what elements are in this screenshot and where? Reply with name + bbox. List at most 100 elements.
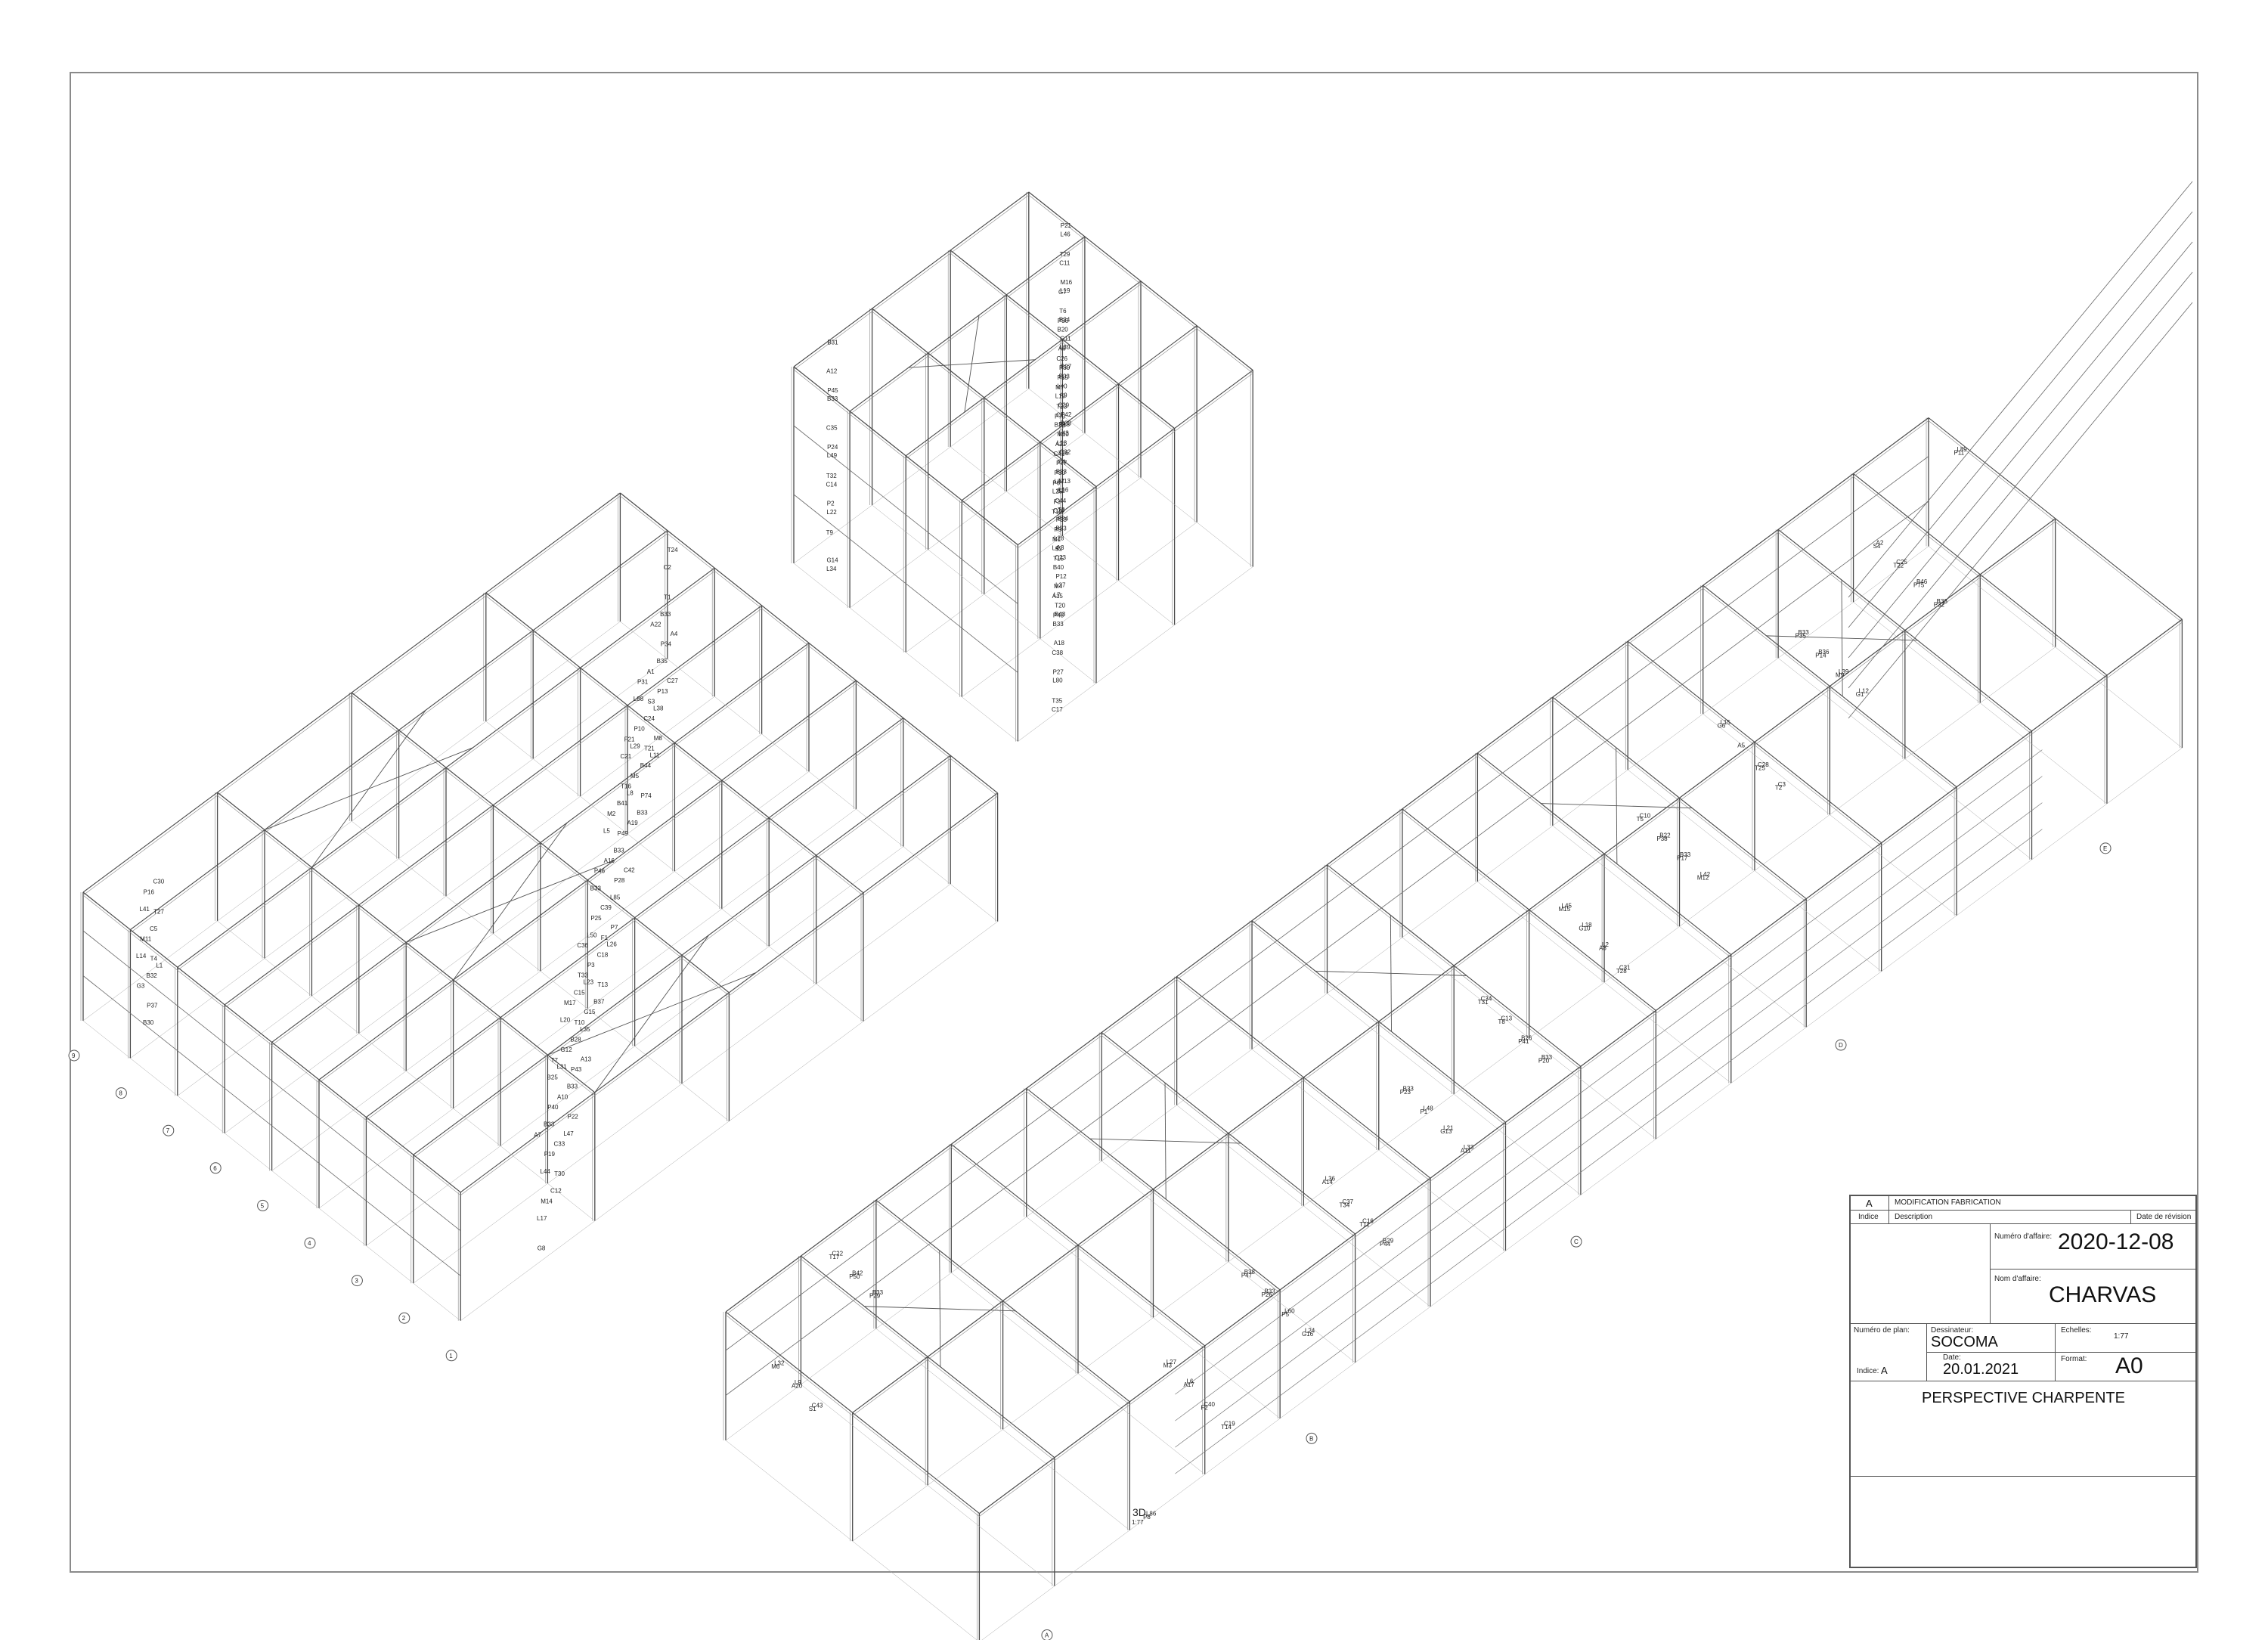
member-label: M14 [541, 1198, 553, 1204]
member-label: B33 [637, 809, 648, 816]
member-label: C27 [667, 677, 678, 684]
grid-axis-number [445, 1350, 457, 1362]
roof-bracing [405, 822, 568, 943]
roof-bracing [1390, 915, 1392, 1032]
member-label: A8 [1599, 944, 1606, 951]
member-label: P13 [657, 688, 668, 695]
member-label: C43 [812, 1402, 823, 1409]
member-label: P39 [1059, 364, 1070, 371]
nom-affaire: CHARVAS [2049, 1282, 2157, 1307]
grid-axis-number-label: 8 [119, 1090, 122, 1097]
member-label: T33 [578, 972, 588, 979]
member-label: C21 [620, 753, 631, 760]
drawing-title: PERSPECTIVE CHARPENTE [1922, 1390, 2125, 1406]
roof-bracing [453, 822, 568, 981]
member-label: T35 [1052, 698, 1062, 705]
member-label: M16 [1060, 279, 1072, 286]
member-label: P8 [1143, 1514, 1151, 1521]
member-label: P29 [869, 1293, 881, 1300]
member-label: G14 [826, 557, 838, 564]
grid-axis-number-label: 7 [166, 1127, 170, 1134]
roof-bracing [1089, 1138, 1167, 1200]
roof-bracing [1390, 915, 1467, 976]
grid-axis-number-label: 5 [261, 1202, 265, 1209]
purlin-edge [217, 795, 595, 1096]
member-label: T28 [1616, 968, 1627, 975]
member-label: S4 [1873, 543, 1881, 550]
member-label: F2 [1201, 1404, 1208, 1411]
view-title: 3D [1132, 1506, 1146, 1518]
member-label: C41 [1053, 451, 1064, 457]
member-label: L11 [650, 752, 660, 759]
member-label: T29 [1060, 251, 1070, 258]
member-label: A7 [534, 1131, 541, 1138]
front-wall-girt [1175, 802, 2043, 1448]
end-wall-girt [1848, 181, 2193, 598]
member-label: L42 [1700, 871, 1711, 878]
member-label: C40 [1204, 1401, 1215, 1408]
numero-affaire: 2020-12-08 [2058, 1229, 2174, 1254]
member-label: B33 [1937, 598, 1948, 605]
indice-label: Indice: [1857, 1367, 1879, 1375]
member-label: G12 [561, 1046, 573, 1053]
member-label: B36 [1818, 649, 1830, 656]
member-label: M6 [771, 1363, 780, 1370]
roof-bracing [264, 709, 426, 830]
member-label: L36 [1325, 1176, 1336, 1183]
member-label: M1 [1052, 536, 1061, 543]
member-label: P27 [1053, 668, 1064, 675]
roof-bracing [908, 315, 980, 368]
member-label: T26 [1058, 450, 1068, 457]
grid-axis-letter-label: D [1839, 1042, 1843, 1049]
member-label: A16 [604, 857, 615, 864]
member-label: B43 [1055, 611, 1066, 618]
member-label: L13 [1057, 439, 1067, 446]
tb-divider [1926, 1323, 1927, 1381]
member-label: M12 [1697, 874, 1709, 881]
member-label: A3 [1057, 544, 1064, 551]
sheet-border [70, 72, 2198, 1573]
grid-axis-number-label: 4 [308, 1240, 311, 1247]
grid-line [725, 546, 1929, 1441]
member-label: L26 [606, 941, 617, 948]
roof-bracing [1616, 747, 1618, 864]
member-label: C14 [826, 481, 838, 488]
member-label: L1 [156, 962, 163, 969]
member-label: P47 [1241, 1272, 1253, 1279]
echelles-label: Echelles: [2061, 1326, 2092, 1335]
member-label: T23 [1056, 403, 1067, 410]
member-label: A17 [1184, 1381, 1195, 1388]
member-label: P7 [611, 924, 618, 931]
member-label: P26 [1262, 1291, 1273, 1298]
purlin [793, 366, 1018, 546]
purlin-edge [979, 622, 2183, 1517]
rafter-edge [793, 194, 1029, 370]
member-label: L37 [1055, 581, 1066, 588]
member-label: C23 [1055, 554, 1066, 561]
member-labels: L1L2L30L31L33L34L35L36L4L5L6L7L8L9L10L11… [136, 222, 1967, 1521]
member-label: P3 [587, 962, 595, 969]
roof-bracing [939, 1250, 1016, 1312]
grid-axis-number [209, 1162, 222, 1174]
member-label: B29 [1383, 1237, 1394, 1244]
member-label: L22 [826, 509, 837, 516]
grid-line [793, 388, 1029, 564]
member-label: L45 [1562, 902, 1572, 909]
purlin [82, 891, 461, 1193]
member-label: P1 [1420, 1108, 1427, 1115]
member-label: C44 [1055, 498, 1067, 504]
member-label: P38 [1656, 836, 1668, 842]
end-wall-girt [1848, 302, 2193, 719]
member-label: F21 [624, 736, 635, 742]
purlin-edge [620, 495, 998, 797]
member-label: F3 [1053, 499, 1061, 506]
member-label: P16 [144, 888, 155, 895]
purlin-edge [852, 521, 2056, 1416]
member-label: L60 [1284, 1308, 1295, 1315]
member-label: A10 [557, 1093, 569, 1100]
member-label: P44 [1380, 1241, 1391, 1248]
purlin-edge [793, 369, 1018, 548]
member-label: S3 [647, 698, 655, 705]
member-label: B30 [143, 1019, 154, 1026]
grid-axis-letter [1570, 1235, 1582, 1248]
